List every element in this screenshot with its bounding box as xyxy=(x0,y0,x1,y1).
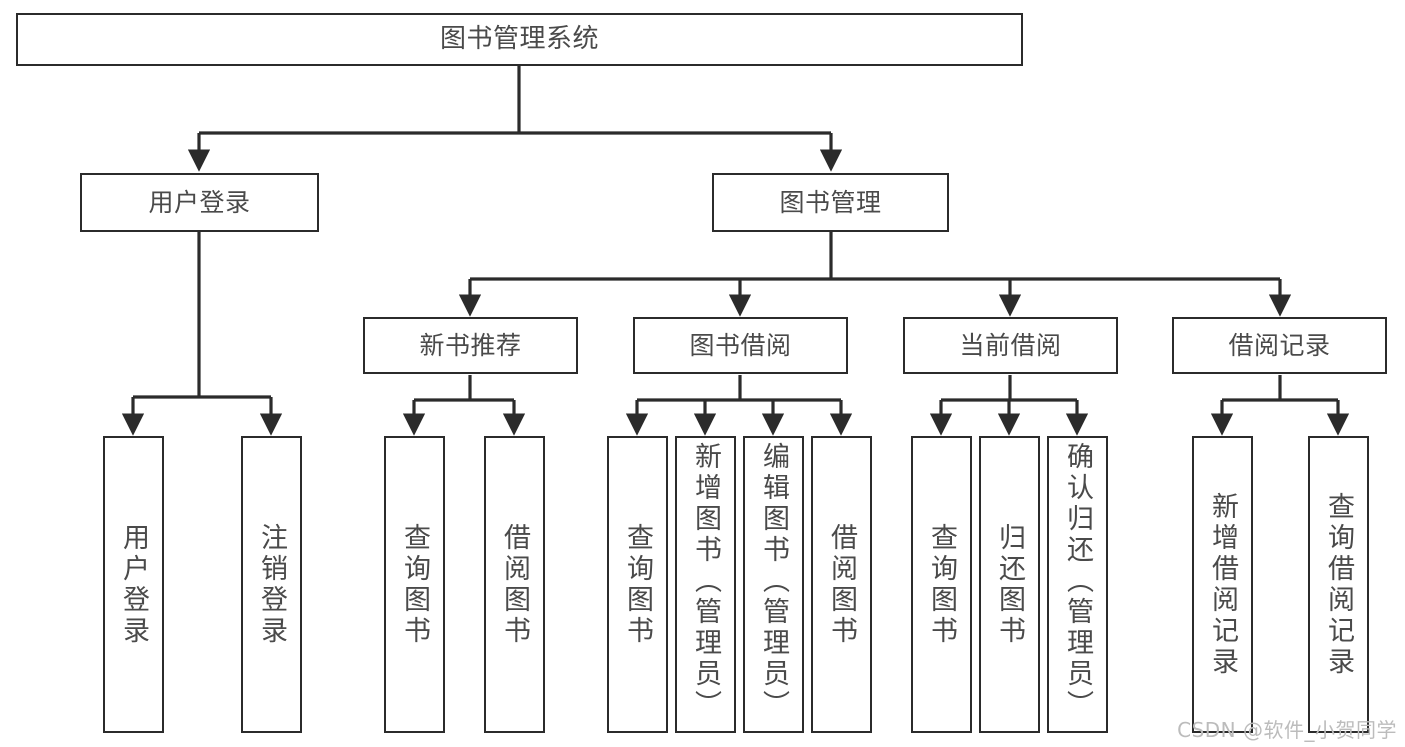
leaf-book-borrow-edit-book[interactable]: 编辑图书（管理员） xyxy=(743,436,804,733)
leaf-borrow-records-add-record[interactable]: 新增借阅记录 xyxy=(1192,436,1253,733)
leaf-borrow-records-query-record[interactable]: 查询借阅记录 xyxy=(1308,436,1369,733)
leaf-current-borrow-query-book[interactable]: 查询图书 xyxy=(911,436,972,733)
leaf-book-borrow-query-book[interactable]: 查询图书 xyxy=(607,436,668,733)
watermark-text: CSDN @软件_小贺同学 xyxy=(1177,718,1397,742)
node-label: 新增图书（管理员） xyxy=(690,442,721,721)
leaf-book-borrow-add-book[interactable]: 新增图书（管理员） xyxy=(675,436,736,733)
node-user-login[interactable]: 用户登录 xyxy=(80,173,319,232)
node-label: 借阅图书 xyxy=(826,522,857,647)
node-label: 图书借阅 xyxy=(689,330,792,360)
node-label: 新增借阅记录 xyxy=(1207,491,1238,678)
node-label: 借阅图书 xyxy=(499,522,530,647)
node-label: 查询图书 xyxy=(399,522,430,647)
node-label: 用户登录 xyxy=(148,187,251,217)
node-label: 确认归还（管理员） xyxy=(1062,442,1093,721)
node-borrow-records[interactable]: 借阅记录 xyxy=(1172,317,1387,374)
node-label: 查询图书 xyxy=(926,522,957,647)
node-label: 当前借阅 xyxy=(959,330,1062,360)
node-label: 查询图书 xyxy=(622,522,653,647)
leaf-current-borrow-confirm-return[interactable]: 确认归还（管理员） xyxy=(1047,436,1108,733)
node-label: 查询借阅记录 xyxy=(1323,491,1354,678)
leaf-new-book-borrow-book[interactable]: 借阅图书 xyxy=(484,436,545,733)
node-book-management[interactable]: 图书管理 xyxy=(712,173,949,232)
node-label: 借阅记录 xyxy=(1228,330,1331,360)
leaf-new-book-query-book[interactable]: 查询图书 xyxy=(384,436,445,733)
node-label: 用户登录 xyxy=(118,522,149,647)
node-current-borrow[interactable]: 当前借阅 xyxy=(903,317,1118,374)
node-label: 图书管理 xyxy=(779,187,882,217)
node-label: 新书推荐 xyxy=(419,330,522,360)
leaf-book-borrow-borrow-book[interactable]: 借阅图书 xyxy=(811,436,872,733)
leaf-user-login-login[interactable]: 用户登录 xyxy=(103,436,164,733)
leaf-user-login-logout[interactable]: 注销登录 xyxy=(241,436,302,733)
node-new-book-recommend[interactable]: 新书推荐 xyxy=(363,317,578,374)
node-label: 图书管理系统 xyxy=(439,24,599,55)
node-label: 编辑图书（管理员） xyxy=(758,442,789,721)
node-label: 注销登录 xyxy=(256,522,287,647)
node-root-system[interactable]: 图书管理系统 xyxy=(16,13,1023,66)
node-label: 归还图书 xyxy=(994,522,1025,647)
leaf-current-borrow-return-book[interactable]: 归还图书 xyxy=(979,436,1040,733)
node-book-borrow[interactable]: 图书借阅 xyxy=(633,317,848,374)
